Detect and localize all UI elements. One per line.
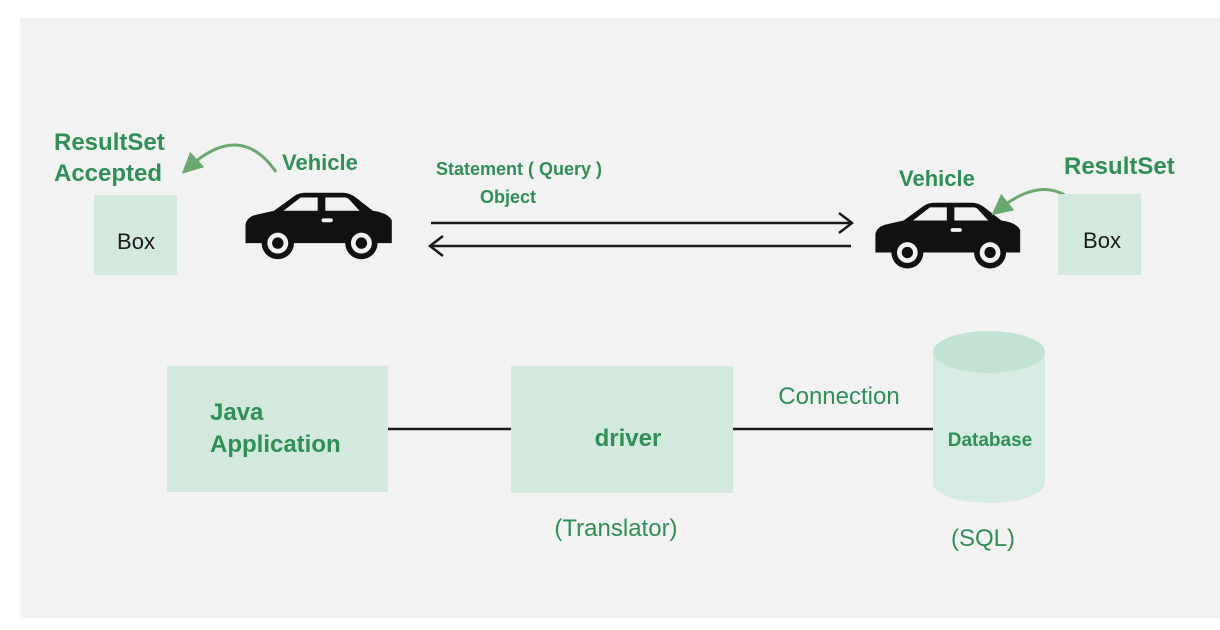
arrow-right bbox=[431, 212, 855, 234]
statement-label-line1: Statement ( Query ) bbox=[436, 159, 602, 179]
box-left-label: Box bbox=[117, 229, 155, 254]
curved-arrow-icon bbox=[181, 143, 278, 174]
driver-box: driver bbox=[511, 366, 733, 493]
java-application-label-line2: Application bbox=[210, 431, 341, 458]
diagram-background bbox=[20, 18, 1220, 618]
vehicle-right-label: Vehicle bbox=[899, 166, 975, 191]
resultset-accepted-label-line2: Accepted bbox=[54, 160, 162, 187]
resultset-right-label: ResultSet bbox=[1064, 153, 1175, 180]
box-right: Box bbox=[1058, 194, 1141, 275]
box-left: Box bbox=[94, 195, 177, 275]
java-application-box: Java Application bbox=[167, 366, 388, 492]
arrow-left bbox=[427, 235, 851, 257]
sql-label: (SQL) bbox=[951, 525, 1015, 552]
database-label: Database bbox=[948, 430, 1033, 451]
java-application-label-line1: Java bbox=[210, 399, 264, 426]
database-cylinder-icon: Database bbox=[933, 331, 1045, 503]
vehicle-left-label: Vehicle bbox=[282, 150, 358, 175]
car-icon bbox=[875, 202, 1021, 269]
box-right-label: Box bbox=[1083, 228, 1121, 253]
resultset-accepted-label-line1: ResultSet bbox=[54, 129, 165, 156]
connection-label: Connection bbox=[778, 383, 899, 410]
translator-label: (Translator) bbox=[554, 515, 677, 542]
driver-label: driver bbox=[595, 425, 662, 452]
statement-label-line2: Object bbox=[480, 187, 536, 207]
car-icon bbox=[245, 192, 392, 260]
